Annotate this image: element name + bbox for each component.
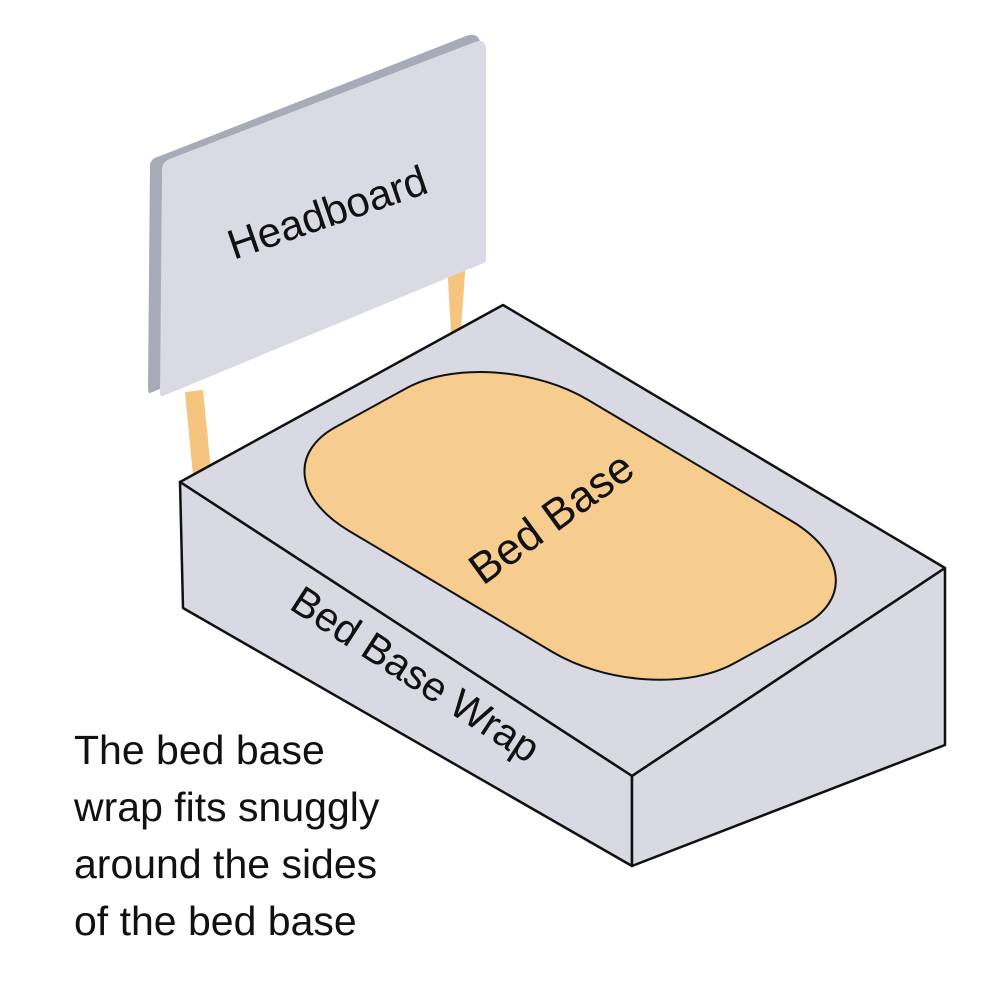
wrap-right-face bbox=[630, 566, 947, 868]
caption-line: of the bed base bbox=[74, 898, 357, 944]
headboard: Headboard bbox=[148, 34, 486, 397]
caption-line: The bed base bbox=[74, 727, 325, 773]
headboard-leg-right bbox=[447, 258, 466, 333]
caption: The bed base wrap fits snuggly around th… bbox=[74, 722, 379, 950]
headboard-face bbox=[160, 41, 486, 397]
caption-line: around the sides bbox=[74, 841, 378, 887]
bed-base-top bbox=[252, 342, 889, 710]
caption-line: wrap fits snuggly bbox=[74, 784, 380, 830]
headboard-leg-left bbox=[185, 390, 211, 476]
